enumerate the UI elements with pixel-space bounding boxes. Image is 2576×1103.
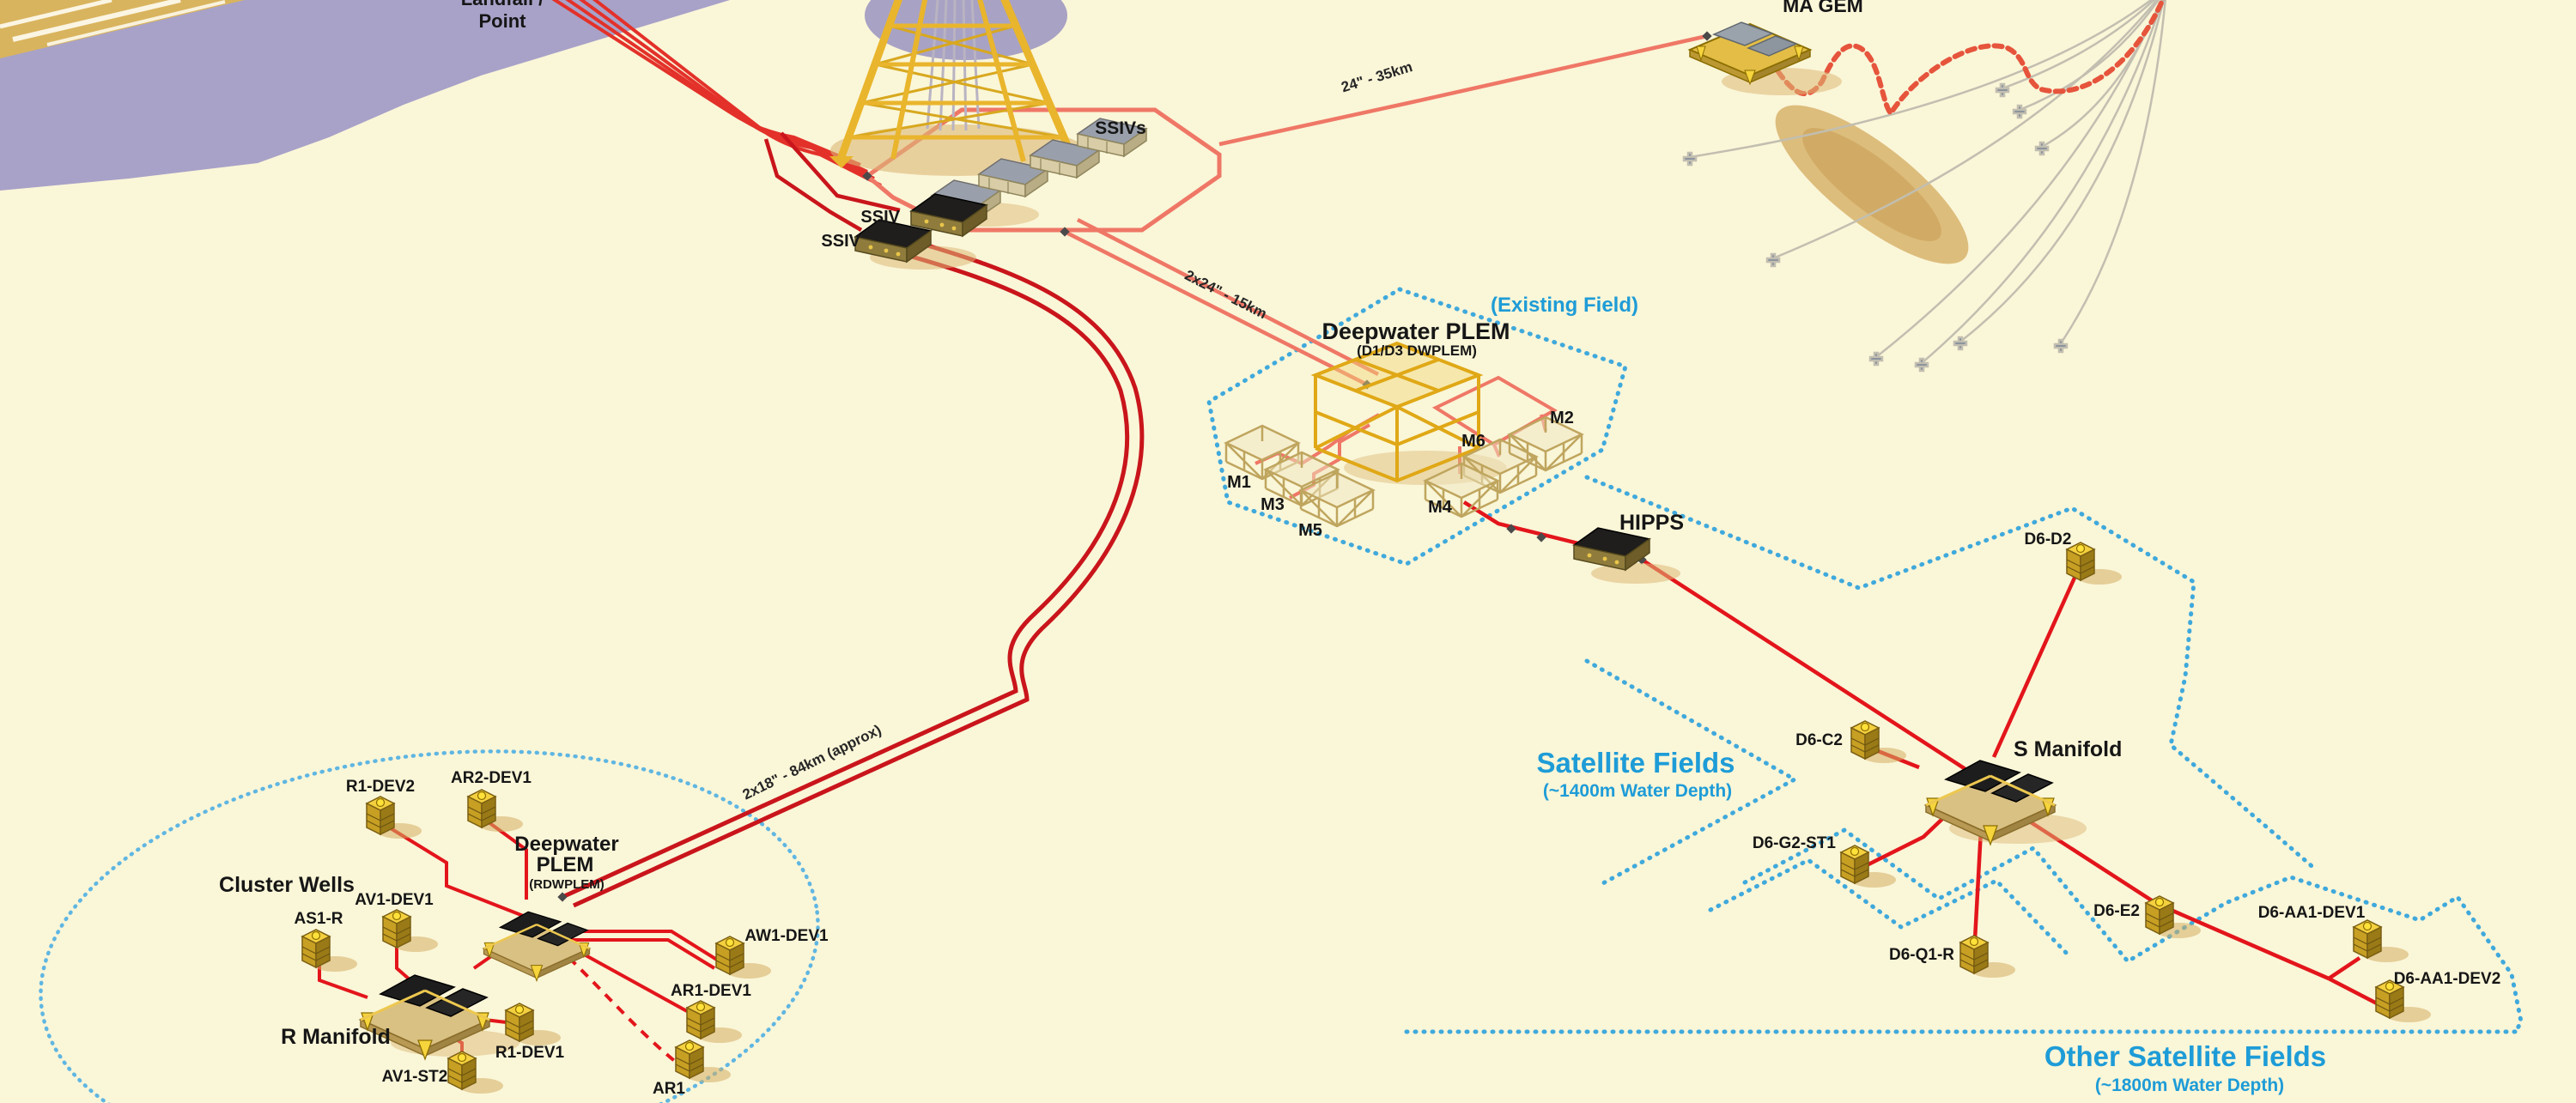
pipeline-to-magem — [1218, 33, 1708, 147]
hipps-to-smanifold-trunk — [1640, 558, 1970, 773]
well-label-d6-g2-st1: D6-G2-ST1 — [1753, 834, 1837, 852]
well-icon-r1-dev2 — [366, 796, 395, 835]
fpso-mooring-spread — [1682, 0, 2166, 373]
well-label-ar2-dev1: AR2-DEV1 — [451, 769, 532, 787]
ssiv-label-2: SSIV — [821, 232, 860, 251]
satellite-fields-title: Satellite Fields — [1536, 747, 1735, 779]
r-manifold-label: R Manifold — [281, 1025, 391, 1049]
existing-field-tag: (Existing Field) — [1491, 294, 1638, 317]
satellite-fields-subtitle: (~1400m Water Depth) — [1543, 781, 1732, 801]
well-label-av1-dev1: AV1-DEV1 — [355, 891, 434, 909]
satellite-field-boundary-upper — [1584, 475, 2319, 873]
well-label-as1-r: AS1-R — [294, 910, 343, 928]
well-icon-d6-c2 — [1850, 720, 1880, 760]
well-icon-d6-g2-st1 — [1840, 845, 1869, 884]
rdwplem-label-line3: (RDWPLEM) — [529, 877, 604, 892]
manifold-label-m4: M4 — [1428, 498, 1453, 517]
landfall-label-line2: Point — [479, 10, 527, 32]
magem-label: MA GEM — [1783, 0, 1863, 16]
cluster-wells-title: Cluster Wells — [219, 873, 355, 897]
well-icon-aw1-dev1 — [715, 936, 744, 975]
well-label-r1-dev1: R1-DEV1 — [495, 1044, 565, 1062]
well-icon-d6-aa1-dev1 — [2353, 919, 2382, 959]
existing-field-structures — [1224, 342, 1680, 584]
well-icon-r1-dev1 — [505, 1003, 534, 1042]
well-icon-d6-q1-r — [1959, 935, 1989, 974]
ssiv-feed-lines — [763, 131, 901, 232]
other-satellite-title: Other Satellite Fields — [2044, 1040, 2326, 1072]
well-label-ar1-dev1: AR1-DEV1 — [671, 982, 751, 1000]
well-label-ar1: AR1 — [653, 1080, 685, 1098]
well-label-d6-aa1-dev1: D6-AA1-DEV1 — [2258, 904, 2366, 922]
well-label-d6-aa1-dev2: D6-AA1-DEV2 — [2394, 970, 2501, 988]
ssiv-label-1: SSIV — [860, 208, 900, 227]
satellite-well-icons — [1840, 542, 2431, 1022]
well-label-d6-d2: D6-D2 — [2025, 530, 2072, 548]
s-manifold-label: S Manifold — [2014, 737, 2122, 761]
landfall-platform — [829, 0, 1087, 176]
rdwplem-label-line1: Deepwater — [514, 833, 618, 856]
manifold-label-m2: M2 — [1550, 409, 1574, 427]
well-icon-as1-r — [301, 929, 331, 968]
well-label-r1-dev2: R1-DEV2 — [346, 778, 415, 796]
dwplem-subtitle: (D1/D3 DWPLEM) — [1357, 342, 1477, 359]
well-icon-ar2-dev1 — [467, 789, 496, 828]
well-icon-ar1 — [675, 1039, 704, 1079]
pipeline-to-cluster — [561, 238, 1145, 908]
cluster-well-icons — [301, 789, 771, 1094]
rdwplem-label-line2: PLEM — [537, 853, 594, 876]
ssivs-label: SSIVs — [1095, 118, 1146, 138]
other-satellite-subtitle: (~1800m Water Depth) — [2095, 1076, 2284, 1095]
well-icon-ar1-dev1 — [686, 1000, 715, 1039]
well-icon-d6-e2 — [2145, 895, 2174, 935]
well-icon-av1-dev1 — [382, 909, 411, 948]
boundary-parallel-line — [1708, 858, 2074, 961]
manifold-label-m1: M1 — [1227, 473, 1251, 492]
landfall-label-line1: Landfall / — [461, 0, 544, 9]
land-area — [0, 0, 245, 58]
well-label-d6-e2: D6-E2 — [2093, 902, 2140, 920]
manifold-label-m5: M5 — [1298, 521, 1322, 540]
pipeline-to-existing-field — [1063, 217, 1380, 387]
manifold-label-m3: M3 — [1261, 495, 1285, 514]
hipps-label: HIPPS — [1619, 511, 1684, 535]
satellite-field-boundary-chevron — [1584, 658, 1800, 887]
existing-field-boundary — [1206, 287, 1629, 567]
dwplem-title: Deepwater PLEM — [1321, 318, 1510, 344]
well-label-aw1-dev1: AW1-DEV1 — [744, 927, 829, 945]
shallow-water-band — [0, 0, 730, 191]
well-label-av1-st2: AV1-ST2 — [382, 1068, 448, 1086]
well-label-d6-c2: D6-C2 — [1795, 731, 1843, 749]
cluster-structures — [301, 789, 771, 1094]
manifold-label-m6: M6 — [1461, 432, 1485, 451]
ssiv-module-group — [854, 118, 1147, 270]
satellite-structures — [1840, 542, 2431, 1022]
well-icon-av1-st2 — [447, 1051, 477, 1090]
cluster-wells-boundary — [39, 749, 820, 1103]
well-label-d6-q1-r: D6-Q1-R — [1889, 946, 1954, 964]
